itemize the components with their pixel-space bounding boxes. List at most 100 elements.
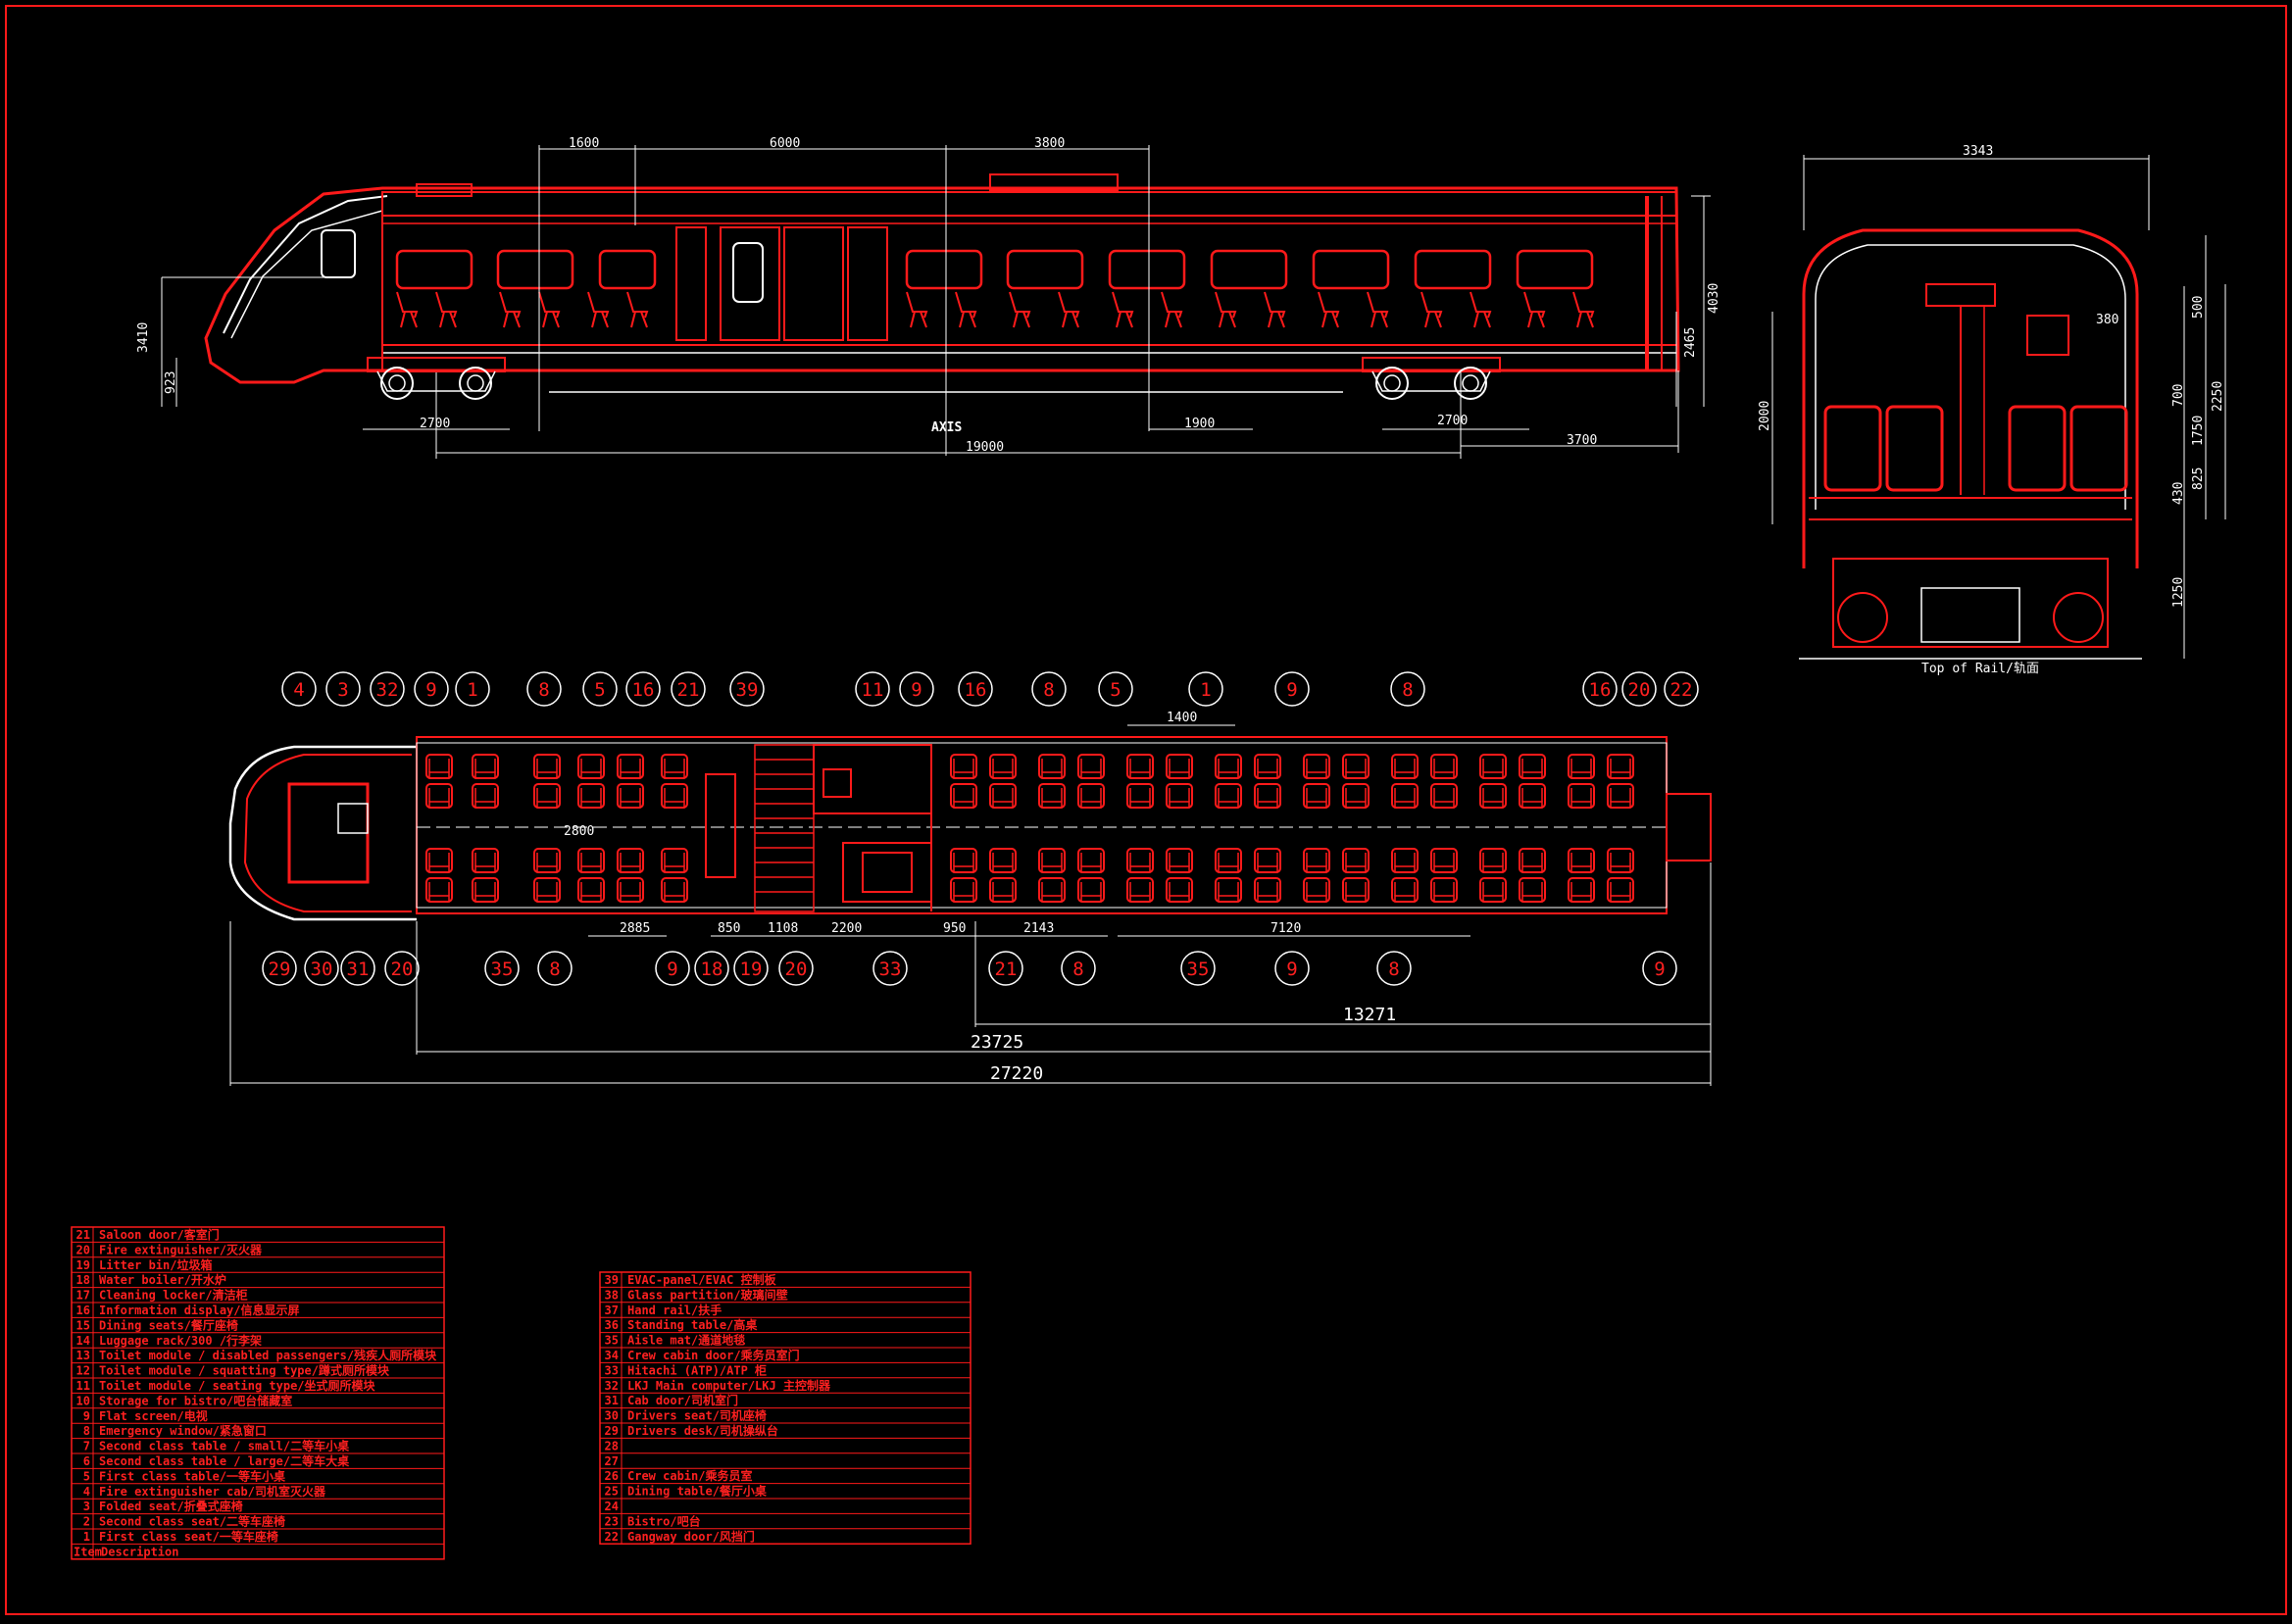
bottom-bubble-circle (988, 951, 1023, 986)
bottom-bubble-circle (262, 951, 297, 986)
legend-item-number: 11 (76, 1379, 90, 1393)
top-bubble-label: 4 (293, 679, 304, 701)
side-dim-top-1: 1600 (569, 136, 599, 151)
side-dim-bogie-2: 2700 (1437, 414, 1468, 428)
top-bubble-circle (855, 671, 890, 707)
legend-item-description: Fire extinguisher/灭火器 (99, 1243, 263, 1256)
bottom-bubble-circle (537, 951, 573, 986)
section-dim-430: 430 (2171, 482, 2186, 505)
legend-item-description: First class seat/一等车座椅 (99, 1529, 278, 1544)
top-bubble-circle (281, 671, 317, 707)
top-bubble-label: 22 (1670, 679, 1693, 701)
top-bubble-label: 9 (1286, 679, 1297, 701)
legend-item-description: Glass partition/玻璃间壁 (627, 1287, 788, 1302)
bottom-bubble-label: 8 (549, 959, 560, 980)
legend-item-description: Second class table / large/二等车大桌 (99, 1453, 350, 1468)
section-dim-825: 825 (2191, 468, 2206, 490)
legend-item-number: 15 (76, 1318, 90, 1332)
bottom-bubble-circle (1180, 951, 1216, 986)
legend-item-description: Saloon door/客室门 (99, 1227, 220, 1242)
top-bubble-circle (1390, 671, 1425, 707)
legend-item-description: Second class seat/二等车座椅 (99, 1514, 285, 1529)
legend-footer-item: Item (74, 1545, 102, 1558)
legend-item-number: 18 (76, 1273, 90, 1287)
section-dim-700: 700 (2171, 384, 2186, 407)
bottom-bubble-circle (304, 951, 339, 986)
top-bubble-label: 5 (594, 679, 605, 701)
plan-dim-2200: 2200 (831, 921, 862, 936)
legend-item-description: Hitachi (ATP)/ATP 柜 (627, 1362, 767, 1377)
bottom-bubble-circle (1376, 951, 1412, 986)
bottom-bubble-label: 29 (269, 959, 291, 980)
legend-item-number: 38 (605, 1288, 619, 1302)
top-bubble-circle (1188, 671, 1223, 707)
top-bubble-label: 1 (467, 679, 477, 701)
sheet-border (5, 5, 2287, 1615)
side-dim-right-2: 4030 (1707, 283, 1721, 314)
top-bubble-label: 16 (632, 679, 655, 701)
bottom-bubble-circle (384, 951, 420, 986)
side-dim-left-floor: 923 (164, 371, 178, 394)
legend-item-number: 9 (83, 1409, 90, 1423)
plan-dim-850: 850 (718, 921, 740, 936)
top-bubble-label: 8 (1402, 679, 1413, 701)
legend-item-description: Crew cabin/乘务员室 (627, 1468, 752, 1483)
section-dim-2250: 2250 (2211, 381, 2225, 412)
legend-item-description: Standing table/高桌 (627, 1317, 758, 1332)
legend-item-description: First class table/一等车小桌 (99, 1468, 286, 1483)
top-bubble-circle (1274, 671, 1310, 707)
legend-item-number: 39 (605, 1273, 619, 1287)
plan-dim-27220: 27220 (990, 1063, 1043, 1084)
legend-item-number: 31 (605, 1394, 619, 1407)
side-elevation-view: 1600 6000 3800 3410 923 2465 4030 2700 1… (136, 136, 1721, 459)
bottom-bubble-circle (484, 951, 520, 986)
top-bubble-label: 39 (736, 679, 759, 701)
top-bubble-circle (671, 671, 706, 707)
legend-item-description: Second class table / small/二等车小桌 (99, 1439, 350, 1453)
legend-item-description: Toilet module / squatting type/蹲式厕所模块 (99, 1363, 390, 1378)
legend-item-number: 10 (76, 1394, 90, 1407)
top-bubble-circle (625, 671, 661, 707)
legend-item-description: Crew cabin door/乘务员室门 (627, 1348, 800, 1362)
bottom-bubble-circle (655, 951, 690, 986)
plan-dim-950: 950 (943, 921, 966, 936)
section-dim-1750: 1750 (2191, 416, 2206, 446)
legend-item-number: 37 (605, 1304, 619, 1317)
top-bubble-label: 16 (1589, 679, 1612, 701)
legend-item-description: Drivers seat/司机座椅 (627, 1408, 767, 1423)
legend-item-description: Litter bin/垃圾箱 (99, 1257, 212, 1272)
top-bubble-label: 9 (911, 679, 922, 701)
legend-item-number: 17 (76, 1289, 90, 1303)
legend-item-description: Drivers desk/司机操纵台 (627, 1423, 778, 1438)
legend-item-description: Fire extinguisher cab/司机室灭火器 (99, 1484, 326, 1499)
section-width-dim: 3343 (1963, 144, 1993, 159)
side-dim-top-3: 3800 (1034, 136, 1065, 151)
top-bubble-circle (1582, 671, 1618, 707)
plan-dim-1400: 1400 (1167, 711, 1197, 725)
bottom-bubble-label: 9 (667, 959, 677, 980)
top-bubble-circle (1621, 671, 1657, 707)
plan-dim-2800: 2800 (564, 824, 594, 839)
top-bubble-label: 8 (538, 679, 549, 701)
bottom-bubble-label: 33 (879, 959, 902, 980)
top-bubble-label: 5 (1110, 679, 1121, 701)
legend-item-description: Toilet module / seating type/坐式厕所模块 (99, 1378, 376, 1393)
side-dim-bogie-1: 2700 (420, 417, 450, 431)
bottom-bubble-label: 18 (701, 959, 723, 980)
bottom-bubble-label: 9 (1286, 959, 1297, 980)
legend-item-number: 7 (83, 1440, 90, 1453)
legend-item-number: 36 (605, 1318, 619, 1332)
bottom-bubble-label: 35 (1187, 959, 1210, 980)
legend-item-number: 8 (83, 1424, 90, 1438)
legend-item-number: 26 (605, 1469, 619, 1483)
legend-item-number: 4 (83, 1485, 90, 1499)
bottom-bubble-circle (340, 951, 375, 986)
legend-item-number: 3 (83, 1500, 90, 1513)
legend-item-number: 5 (83, 1469, 90, 1483)
legend-item-number: 28 (605, 1439, 619, 1452)
